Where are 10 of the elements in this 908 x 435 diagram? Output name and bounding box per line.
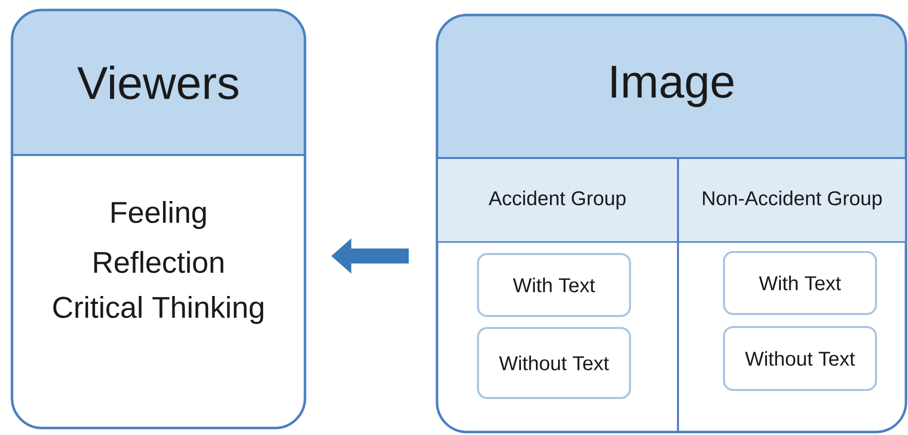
panel-heading: Viewers [77, 66, 238, 100]
option-box: With Text [723, 250, 877, 315]
panel-text: Reflection [94, 250, 224, 273]
option-box: Without Text [477, 326, 631, 399]
node-label: Accident Group [488, 190, 626, 210]
panel-text: Critical Thinking [53, 296, 264, 324]
option-box: Without Text [723, 326, 877, 391]
panel-heading: Image [612, 66, 734, 108]
option-box: With Text [477, 252, 631, 317]
panel-text: Feeling [112, 201, 206, 229]
